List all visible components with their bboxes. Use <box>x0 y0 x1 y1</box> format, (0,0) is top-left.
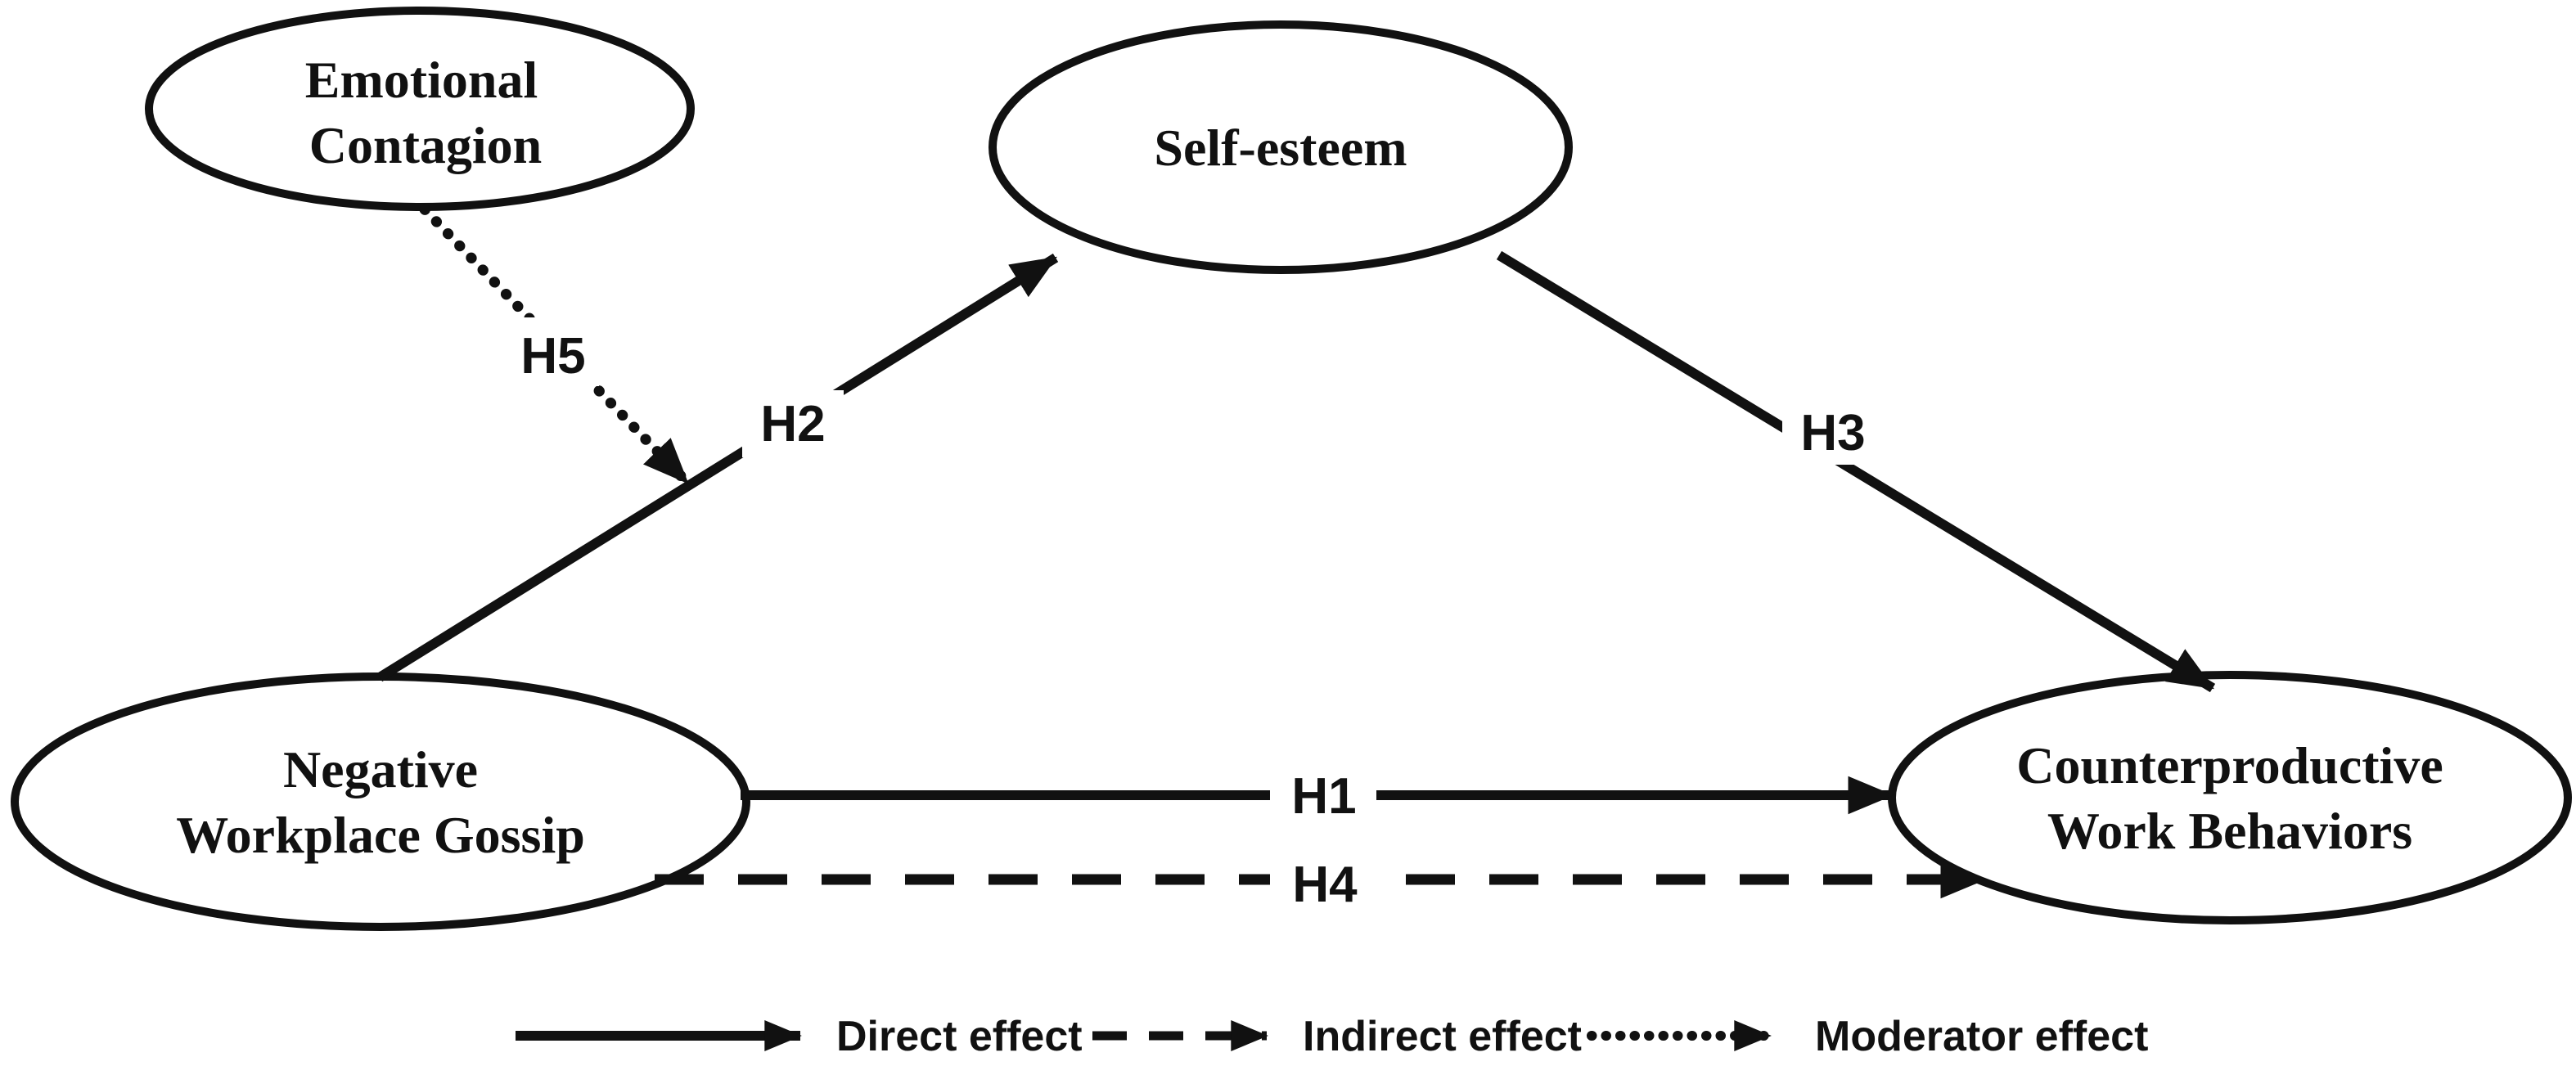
legend-item-indirect-effect: Indirect effect <box>1092 1013 1582 1060</box>
legend: Direct effect Indirect effect Moderator … <box>516 1013 2148 1060</box>
node-counterproductive-work-behaviors <box>1888 671 2572 924</box>
node-emotional-contagion-shape <box>145 7 695 211</box>
legend-item-moderator-effect: Moderator effect <box>1587 1013 2148 1060</box>
edge-h2-label: H2 <box>760 396 825 452</box>
node-negative-workplace-gossip-shape <box>11 672 750 931</box>
edge-h2-arrow <box>376 253 1059 682</box>
node-self-esteem-shape <box>989 20 1573 274</box>
edge-h1-direct: H1 <box>741 767 1894 825</box>
node-self-esteem-label: Self-esteem <box>1154 119 1407 177</box>
node-self-esteem <box>989 20 1573 274</box>
node-emotional-contagion-label-line1: Emotional <box>305 51 538 109</box>
legend-indirect-effect-label: Indirect effect <box>1303 1013 1582 1060</box>
legend-item-direct-effect: Direct effect <box>516 1013 1083 1060</box>
node-emotional-contagion-label-line2: Contagion <box>309 116 543 174</box>
node-counterproductive-work-behaviors-label-line2: Work Behaviors <box>2047 802 2412 860</box>
edge-h3-label-background <box>1782 398 1884 465</box>
edge-h2-direct: H2 <box>376 253 1059 682</box>
legend-moderator-effect-label: Moderator effect <box>1815 1013 2148 1060</box>
edge-h4-indirect: H4 <box>655 851 1987 916</box>
legend-direct-effect-label: Direct effect <box>836 1013 1083 1060</box>
edge-h5-moderator: H5 <box>419 204 693 488</box>
edge-h5-label: H5 <box>520 328 585 385</box>
node-negative-workplace-gossip-label-line2: Workplace Gossip <box>176 806 585 864</box>
node-negative-workplace-gossip <box>11 672 750 931</box>
node-emotional-contagion <box>145 7 695 211</box>
edge-h3-label: H3 <box>1800 405 1865 461</box>
edge-h1-label: H1 <box>1291 768 1356 825</box>
edge-h1-label-background <box>1270 767 1376 825</box>
node-negative-workplace-gossip-label-line1: Negative <box>283 740 478 798</box>
node-counterproductive-work-behaviors-label-line1: Counterproductive <box>2016 736 2443 794</box>
edge-h5-label-background <box>507 317 599 386</box>
edge-h2-label-background <box>742 390 844 457</box>
edge-h3-arrow <box>1496 250 2216 693</box>
edge-h4-label-background <box>1270 851 1378 916</box>
edge-h4-label: H4 <box>1292 857 1358 913</box>
edge-h3-direct: H3 <box>1496 250 2216 693</box>
node-counterproductive-work-behaviors-shape <box>1888 671 2572 924</box>
